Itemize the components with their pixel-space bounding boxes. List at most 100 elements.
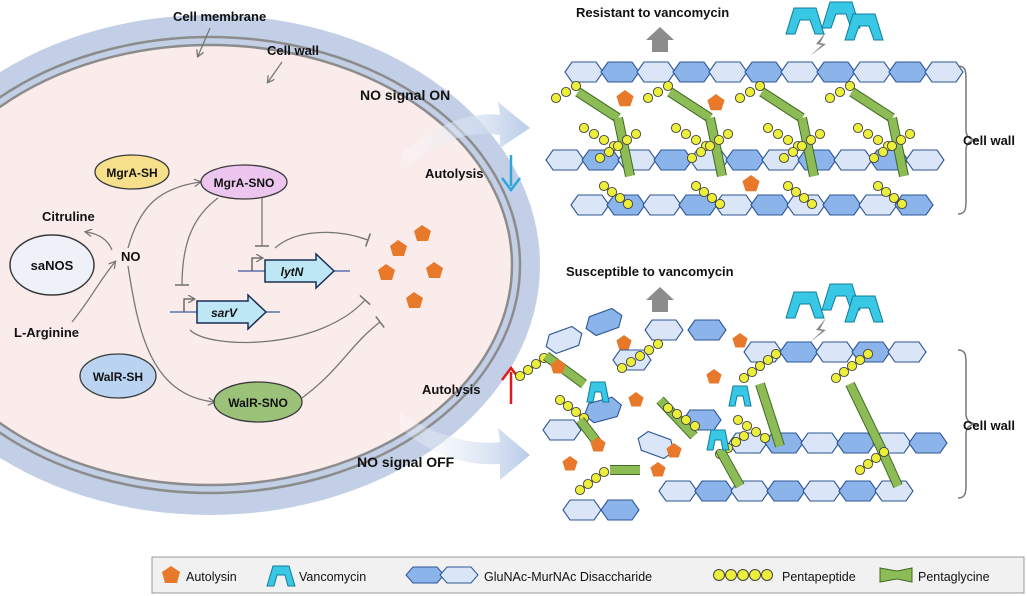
pentapeptide-dot	[695, 146, 707, 158]
disaccharide-hexagon	[822, 194, 862, 216]
walr-sno-node	[213, 381, 303, 423]
no-to-citruline-arrow	[86, 232, 113, 251]
disaccharide-hexagon	[564, 61, 604, 83]
disaccharide-hexagon	[780, 61, 820, 83]
pentapeptide-dot	[782, 134, 794, 146]
pentapeptide-dot	[690, 180, 702, 192]
pentapeptide-dot	[625, 356, 637, 368]
autolysin-icon	[550, 359, 566, 374]
vancomycin-bound-icon	[586, 381, 610, 403]
legend-pentaglycine-label: Pentaglycine	[918, 570, 990, 584]
autolysin-icon	[590, 437, 606, 452]
pentapeptide-dot	[560, 86, 572, 98]
pentapeptide-dot	[868, 152, 880, 164]
pentapeptide-dot	[834, 86, 846, 98]
pentapeptide-dot	[738, 430, 750, 442]
pentapeptide-dot	[738, 372, 750, 384]
pentapeptide-dot	[686, 152, 698, 164]
disaccharide-hexagon	[636, 61, 676, 83]
vancomycin-bound-icon	[706, 429, 730, 451]
pentapeptide-dot	[790, 186, 802, 198]
pentapeptide-dot	[762, 354, 774, 366]
disaccharide-hexagon	[766, 480, 806, 502]
disaccharide-hexagon	[672, 61, 712, 83]
autolysin-icon	[616, 335, 632, 350]
pentapeptide-dot	[762, 122, 774, 134]
mgra-sh-label: MgrA-SH	[106, 166, 157, 180]
pentaglycine-bridge	[614, 117, 634, 177]
disaccharide-hexagon	[694, 480, 734, 502]
pentapeptide-dot	[522, 364, 534, 376]
lytn-inhibits-autolysis	[274, 231, 372, 249]
pentapeptide-dot	[582, 478, 594, 490]
pentapeptide-dot	[744, 86, 756, 98]
no-signal-off-label: NO signal OFF	[357, 454, 455, 470]
legend-autolysin-label: Autolysin	[186, 570, 237, 584]
disaccharide-hexagon	[779, 341, 819, 363]
autolysin-icon	[406, 292, 423, 308]
grey-up-arrow-bottom-icon	[646, 287, 674, 312]
down-arrow-icon	[501, 155, 521, 193]
l-arginine-label: L-Arginine	[14, 325, 79, 340]
walr-sh-node	[79, 353, 157, 399]
pentapeptide-dot	[838, 366, 850, 378]
pentapeptide-dot	[606, 186, 618, 198]
autolysin-icon	[562, 456, 578, 471]
pentaglycine-bridge	[706, 117, 726, 177]
autolysin-icon	[650, 462, 666, 477]
arginine-to-no-arrow	[71, 262, 115, 323]
walr-sno-inhibits-autolysis	[301, 315, 385, 399]
disaccharide-hexagon	[802, 480, 842, 502]
cell-membrane-outer-line	[0, 35, 522, 495]
walr-sno-label: WalR-SNO	[228, 396, 288, 410]
autolysin-icon	[414, 225, 431, 241]
vancomycin-group-bottom	[785, 283, 884, 342]
susceptible-label: Susceptible to vancomycin	[566, 264, 734, 279]
blocked-lightning-icon	[810, 318, 826, 342]
pentapeptide-dot	[670, 122, 682, 134]
disaccharide-hexagon	[600, 499, 640, 521]
sarv-gene-label: sarV	[211, 306, 238, 320]
disaccharide-hexagon	[836, 432, 876, 454]
autolysin-icon	[706, 369, 722, 384]
mgra-sno-inhibits-sarv	[174, 197, 219, 286]
degraded-cell-wall	[514, 307, 948, 521]
pentapeptide-dot	[759, 432, 771, 444]
pentapeptide-dot	[872, 180, 884, 192]
pentaglycine-bridge	[759, 88, 805, 122]
pentapeptide-dot	[622, 198, 634, 210]
disaccharide-hexagon	[815, 341, 855, 363]
disaccharide-hexagon	[744, 61, 784, 83]
pentapeptide-dot	[722, 128, 734, 140]
no-to-walr-arrow	[127, 265, 214, 402]
pentapeptide-dot	[634, 350, 646, 362]
pentapeptide-dot	[806, 198, 818, 210]
cell-wall-label-top: Cell wall	[267, 43, 319, 58]
pentapeptide-dot	[862, 458, 874, 470]
pentapeptide-dot	[570, 80, 582, 92]
pentapeptide-dot	[652, 86, 664, 98]
autolysin-icon	[742, 175, 760, 192]
no-to-mgra-arrow	[127, 182, 200, 249]
pentapeptide-dot	[732, 414, 744, 426]
vancomycin-icon	[844, 295, 884, 323]
disaccharide-hexagon	[562, 499, 602, 521]
legend-pentapeptide-label: Pentapeptide	[782, 570, 856, 584]
pentapeptide-dot	[846, 360, 858, 372]
disaccharide-hexagon	[708, 61, 748, 83]
autolysin-icon	[426, 262, 443, 278]
pentapeptide-dot	[886, 140, 898, 152]
pentapeptide-dot	[514, 370, 526, 382]
legend-box	[151, 556, 1025, 594]
cell-wall-bracket-bottom	[957, 349, 979, 499]
disaccharide-hexagon	[725, 149, 765, 171]
pentapeptide-dot	[574, 484, 586, 496]
pentapeptide-dot	[796, 140, 808, 152]
pentapeptide-dot	[662, 80, 674, 92]
pentapeptide-dot	[530, 358, 542, 370]
autolysin-icon	[666, 443, 682, 458]
autolysin-icon	[390, 240, 407, 256]
disaccharide-hexagon	[908, 432, 948, 454]
disaccharide-hexagon	[874, 480, 914, 502]
pentapeptide-dot	[562, 400, 574, 412]
